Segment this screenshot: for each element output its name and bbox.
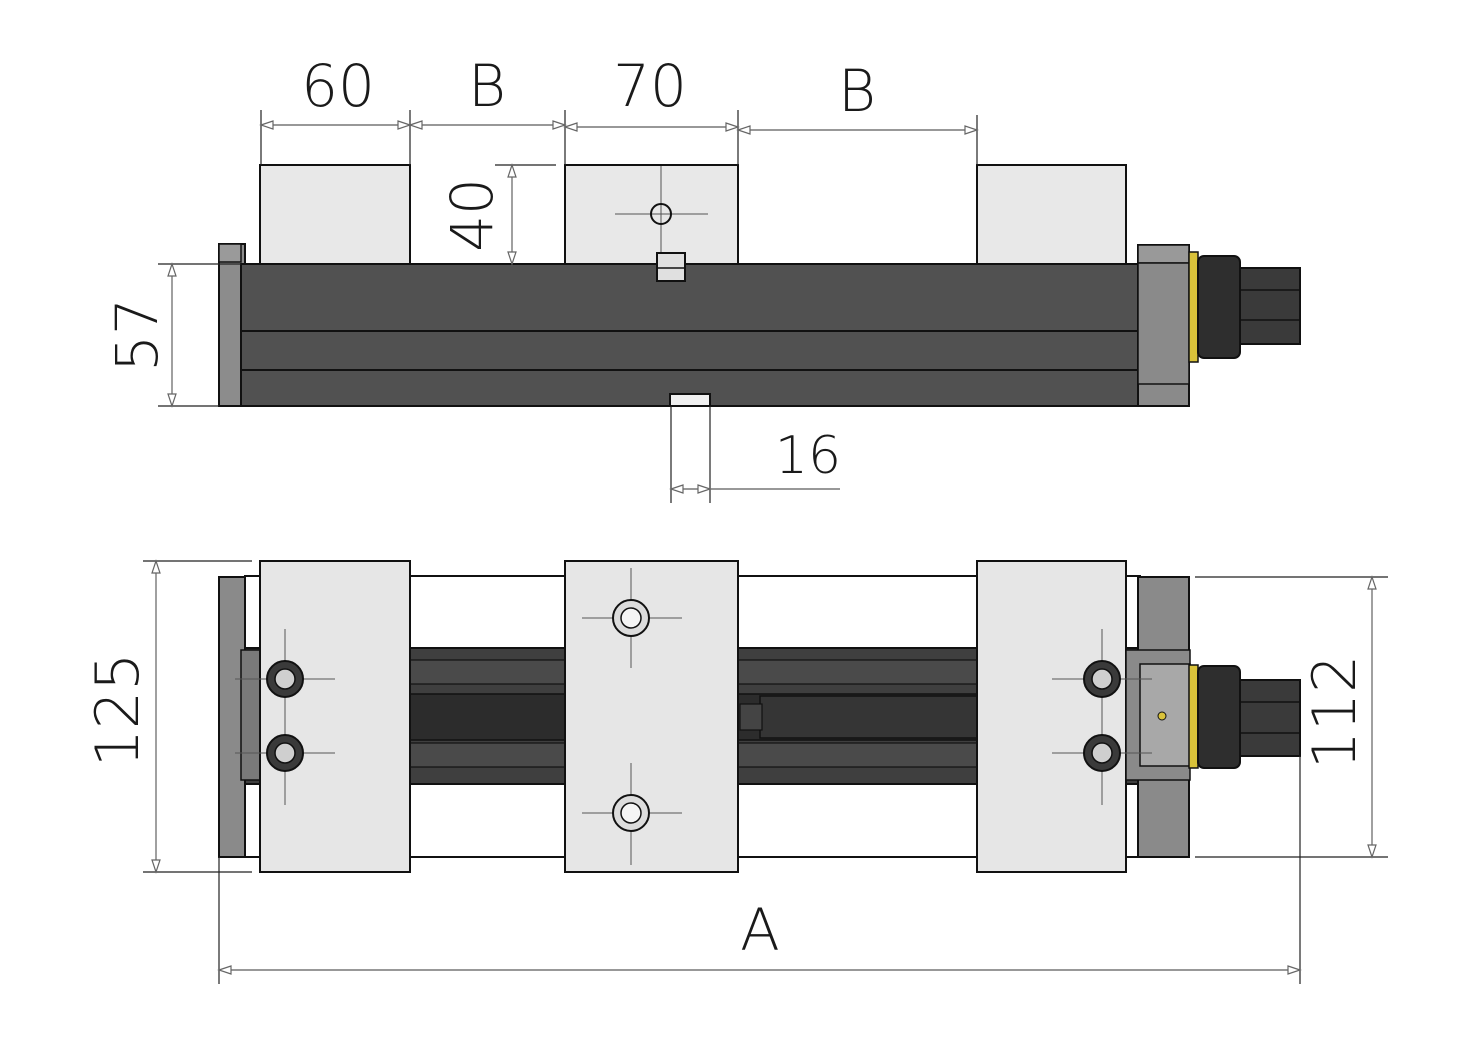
side-view xyxy=(218,164,1301,407)
plan-view xyxy=(218,560,1301,873)
slot xyxy=(669,393,711,407)
dim-label-112: 112 xyxy=(1300,655,1370,770)
dim-label-60: 60 xyxy=(301,52,375,120)
screw-right-bottom xyxy=(1052,703,1152,805)
dim-label-a: A xyxy=(740,896,780,964)
plan-spindle-collar xyxy=(1197,665,1241,769)
collar-yellow xyxy=(1188,251,1199,363)
screw-left-top xyxy=(235,629,335,729)
jaw-left xyxy=(259,164,411,266)
plan-jaw-left xyxy=(259,560,411,873)
plan-collar-yellow xyxy=(1188,664,1199,769)
dim-label-16: 16 xyxy=(775,426,841,486)
screw-center-top xyxy=(582,568,682,668)
plan-jaw-center xyxy=(564,560,739,873)
dim-label-b-left: B xyxy=(468,52,506,120)
dim-label-57: 57 xyxy=(103,298,171,372)
plan-jaw-right xyxy=(976,560,1127,873)
dim-label-b-right: B xyxy=(838,57,876,125)
dim-label-125: 125 xyxy=(83,653,153,768)
dim-label-70: 70 xyxy=(613,52,687,120)
plan-view-dimensions: 125 112 A xyxy=(83,559,1388,984)
indicator-dot xyxy=(1157,711,1167,721)
plan-spindle-square xyxy=(1239,679,1301,757)
screw-right-top xyxy=(1052,629,1152,729)
dim-label-40: 40 xyxy=(438,178,506,252)
side-view-dimensions: 60 B 70 B 40 57 16 xyxy=(103,52,979,503)
spindle-square xyxy=(1239,267,1301,345)
jaw-right xyxy=(976,164,1127,266)
jaw-center-hole xyxy=(615,166,708,258)
screw-left-bottom xyxy=(235,703,335,805)
spindle-collar xyxy=(1197,255,1241,359)
screw-center-bottom xyxy=(582,763,682,865)
jaw-key xyxy=(656,252,686,282)
vise-body xyxy=(240,263,1139,407)
